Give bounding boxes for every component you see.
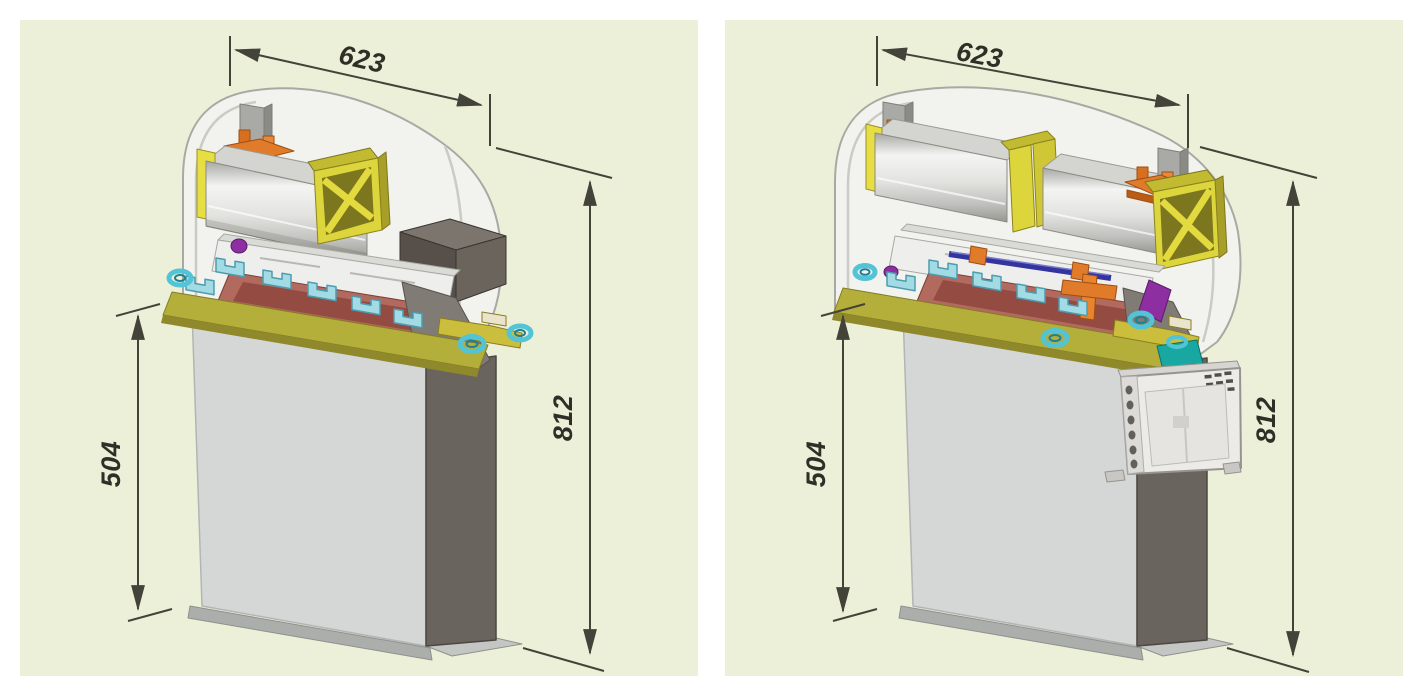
- dim-width-label: 623: [954, 36, 1005, 74]
- pedestal-side-face: [425, 355, 497, 647]
- connector-holes: [1125, 385, 1138, 469]
- dim-total-height-label: 812: [548, 395, 578, 442]
- flange-plate: [1144, 169, 1228, 271]
- dim-total-height: 812: [495, 147, 613, 672]
- base-plate-front: [898, 605, 1144, 661]
- deck-plate: [161, 291, 489, 377]
- slide-beam: [211, 233, 461, 309]
- lifting-rings: [852, 263, 1155, 348]
- junction-box: [1104, 360, 1242, 483]
- dimensions-left-view: 623 812 504: [96, 36, 613, 672]
- purple-sensor: [230, 238, 248, 254]
- clamp-brackets: [886, 259, 1088, 317]
- left-view-drawing: 623 812 504: [96, 36, 613, 672]
- right-view-drawing: 623 812 504: [801, 36, 1318, 673]
- base-plate-front: [187, 605, 433, 661]
- machine-right-view: [832, 86, 1242, 661]
- cylinder-right: [1042, 153, 1180, 255]
- machine-left-view: [161, 87, 534, 661]
- dim-pedestal-height-label: 504: [96, 441, 126, 488]
- dim-total-height: 812: [1199, 146, 1318, 673]
- flange-plate: [307, 147, 391, 245]
- view-panel-right: 623 812 504: [725, 20, 1403, 676]
- view-panel-left: 623 812 504: [20, 20, 698, 676]
- lifting-rings: [166, 268, 534, 354]
- dim-pedestal-height-label: 504: [801, 441, 831, 488]
- dimensions-right-view: 623 812 504: [801, 36, 1318, 673]
- dim-width: 623: [229, 36, 491, 146]
- dim-pedestal-height: 504: [96, 303, 173, 622]
- dim-width-label: 623: [336, 39, 388, 79]
- dim-total-height-label: 812: [1251, 397, 1281, 444]
- dim-pedestal-height: 504: [801, 303, 878, 622]
- foot-blocks: [437, 311, 523, 349]
